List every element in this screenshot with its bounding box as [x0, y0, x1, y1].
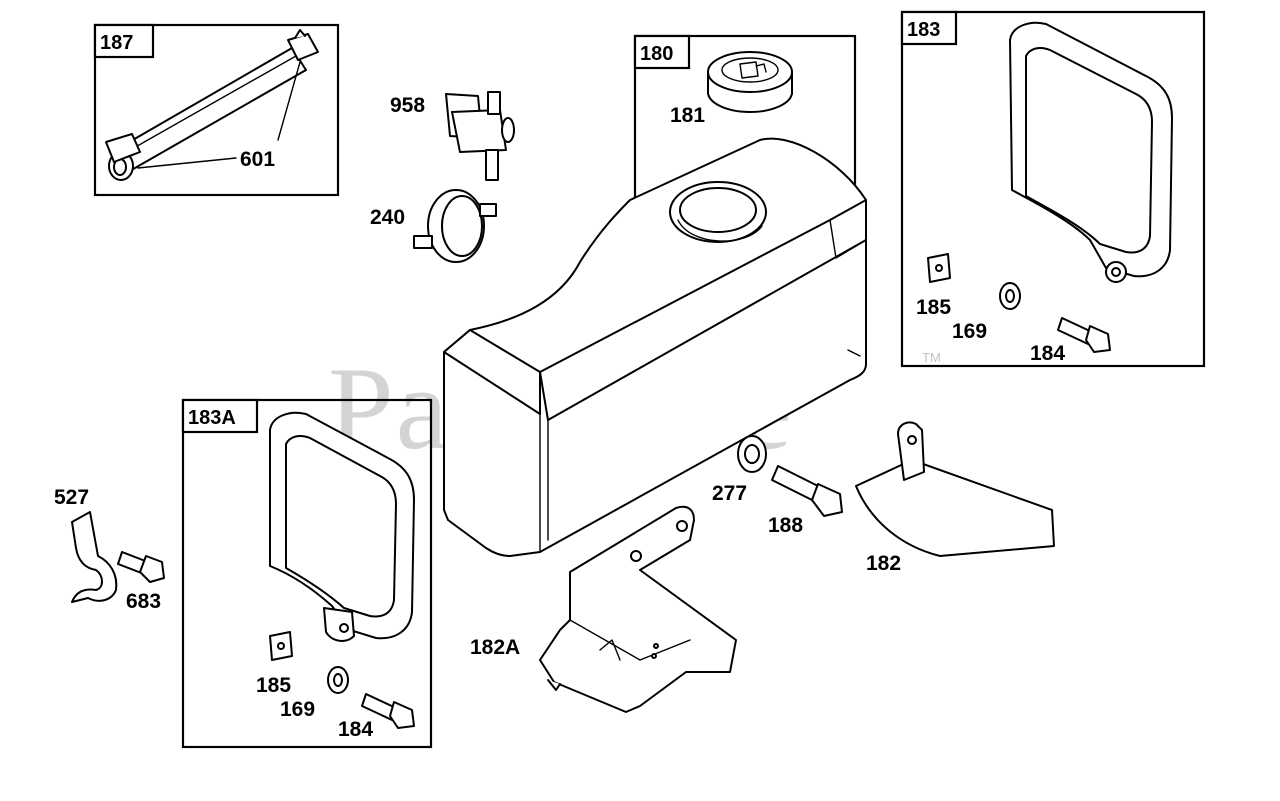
bracket-182A-body [539, 505, 737, 713]
valve-body [451, 109, 507, 153]
valve-inlet [487, 91, 501, 115]
leader-601-a [137, 157, 237, 169]
lock-washer-hole-left [333, 673, 343, 687]
clip-527-body [71, 511, 118, 603]
fuel-pump-icon [739, 61, 767, 79]
group-183-tag [900, 10, 958, 46]
screw-683-head [139, 555, 165, 583]
bolt-188-head [811, 483, 843, 517]
bracket-182A-hole-2 [630, 550, 642, 562]
bolt-head-right [1085, 325, 1111, 353]
part-182A-bracket[interactable]: 182A [470, 505, 737, 713]
watermark-trademark: TM [922, 350, 941, 365]
group-187-frame [93, 23, 340, 197]
leader-601-b [277, 61, 301, 141]
strap-inner-left [285, 435, 397, 618]
group-180[interactable]: 180 [633, 34, 857, 212]
part-683-screw[interactable]: 683 [117, 551, 165, 613]
label-683: 683 [126, 590, 161, 613]
valve-knob [501, 117, 515, 143]
hose-clamp-left[interactable] [105, 133, 141, 163]
label-184-right: 184 [1030, 342, 1065, 365]
label-601: 601 [240, 148, 275, 171]
bracket-182-plate [855, 459, 1055, 557]
filter-face [441, 195, 483, 257]
label-185-left: 185 [256, 674, 291, 697]
group-183[interactable]: 183 185 169 184 [900, 10, 1206, 368]
label-240: 240 [370, 206, 405, 229]
part-181-fuel-cap[interactable]: 181 [670, 51, 793, 127]
square-nut-hole-left [277, 642, 285, 650]
clamp-tab-right [294, 29, 306, 39]
group-183A-tag [181, 398, 259, 434]
label-184-left: 184 [338, 718, 373, 741]
fuel-tank[interactable] [443, 137, 867, 557]
filler-neck-inner [679, 187, 757, 233]
label-169-left: 169 [280, 698, 315, 721]
strap-hole-left [339, 623, 349, 633]
label-527: 527 [54, 486, 89, 509]
grommet-inner [744, 444, 760, 464]
label-181: 181 [670, 104, 705, 127]
part-188-bolt[interactable]: 188 [768, 465, 843, 537]
group-187-label: 187 [100, 32, 133, 54]
part-182-bracket[interactable]: 182 [855, 421, 1055, 575]
filler-neck-thread [677, 219, 763, 242]
group-187-tag [93, 23, 155, 59]
group-183A-frame [181, 398, 433, 749]
strap-hole-right [1111, 267, 1121, 277]
square-nut-hole-right [935, 264, 943, 272]
tank-rim-top [539, 199, 867, 421]
label-185-right: 185 [916, 296, 951, 319]
strap-inner-right [1025, 47, 1153, 254]
label-182: 182 [866, 552, 901, 575]
hose-highlight [115, 55, 297, 159]
tank-foot-right [847, 349, 861, 357]
part-958-valve[interactable]: 958 [390, 91, 515, 181]
label-188: 188 [768, 514, 803, 537]
group-183-frame [900, 10, 1206, 368]
valve-outlet [485, 149, 499, 181]
bracket-182A-hole-1 [676, 520, 688, 532]
cap-emblem-ring [721, 57, 779, 83]
group-183A-label: 183A [188, 407, 236, 429]
bracket-182A-fold [569, 619, 691, 661]
group-187[interactable]: 187 601 [93, 23, 340, 197]
bracket-182-hole [907, 435, 917, 445]
group-183-label: 183 [907, 19, 940, 41]
label-182A: 182A [470, 636, 520, 659]
tank-corner-right [829, 219, 867, 259]
filter-nipple-left [413, 235, 433, 249]
bolt-head-left [389, 701, 415, 729]
strap-tab-left [323, 607, 355, 642]
group-180-tag [633, 34, 691, 70]
group-180-label: 180 [640, 43, 673, 65]
part-240-filter[interactable]: 240 [370, 189, 497, 263]
lock-washer-hole-right [1005, 289, 1015, 303]
bracket-182A-lip [547, 679, 561, 691]
label-169-right: 169 [952, 320, 987, 343]
part-527-clip[interactable]: 527 [54, 486, 118, 603]
part-277-grommet[interactable]: 277 [712, 435, 767, 505]
bracket-182A-tab [599, 639, 621, 661]
bracket-182-ear [897, 421, 925, 481]
bracket-182A-hole-4 [651, 653, 657, 659]
bracket-182A-hole-3 [653, 643, 659, 649]
filter-nipple-right [479, 203, 497, 217]
label-277: 277 [712, 482, 747, 505]
label-958: 958 [390, 94, 425, 117]
group-183A[interactable]: 183A 185 169 184 [181, 398, 433, 749]
